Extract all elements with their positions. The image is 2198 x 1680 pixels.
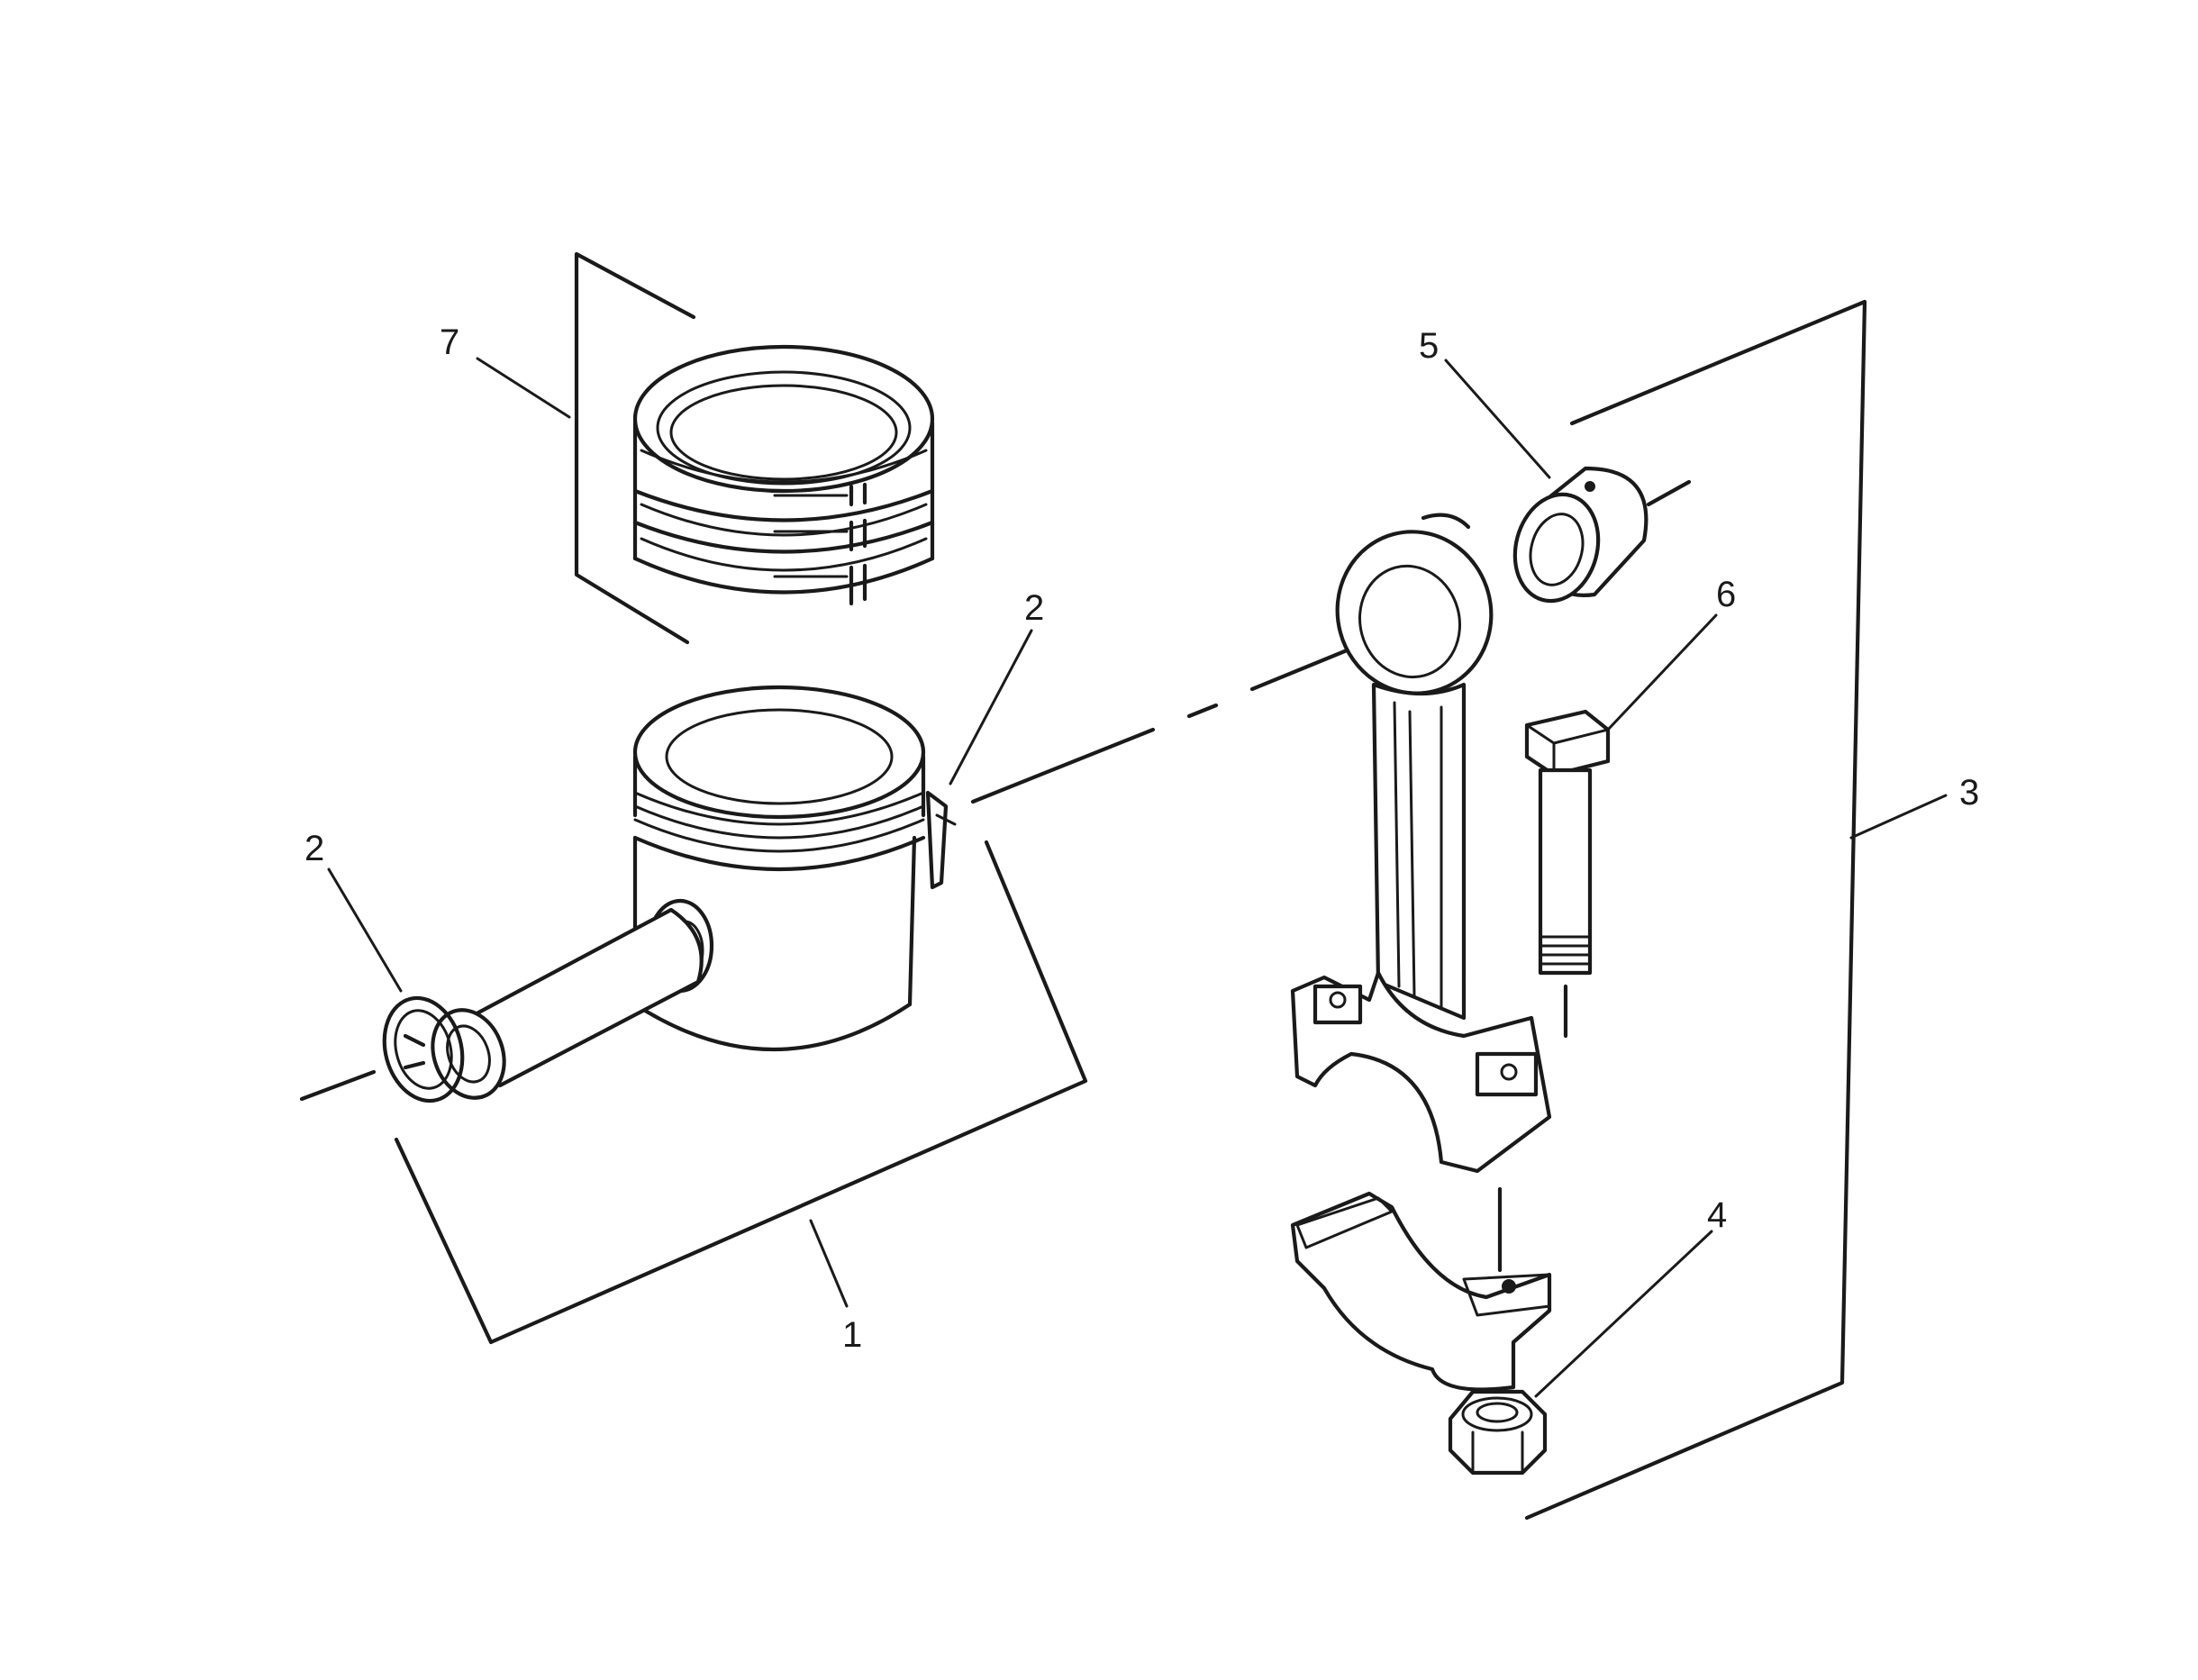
gudgeon-pin-drawing	[431, 907, 704, 1100]
big-end-bolt-drawing	[1524, 709, 1611, 1039]
circlip-left-drawing	[382, 995, 465, 1103]
connecting-rod-drawing	[1290, 513, 1552, 1392]
piston-drawing	[632, 685, 926, 1051]
callout-labels: 1 2 2 3 4 5 6 7	[304, 322, 1979, 1355]
small-end-bush-drawing	[1512, 466, 1648, 604]
nut-drawing	[1448, 1389, 1548, 1476]
callout-4: 4	[1707, 1195, 1727, 1235]
bracket-piston	[394, 840, 1088, 1345]
leader-lines	[327, 357, 1948, 1398]
callout-2-right: 2	[1024, 588, 1044, 628]
callout-6: 6	[1716, 575, 1736, 614]
piston-rings-drawing	[632, 344, 935, 606]
callout-7: 7	[440, 322, 459, 362]
callout-2-left: 2	[304, 829, 324, 868]
callout-3: 3	[1959, 773, 1979, 813]
circlip-right-drawing	[925, 790, 957, 890]
callout-5: 5	[1419, 326, 1439, 366]
bracket-rings	[574, 251, 696, 645]
bracket-conrod	[1524, 299, 1867, 1521]
callout-1: 1	[842, 1315, 862, 1355]
